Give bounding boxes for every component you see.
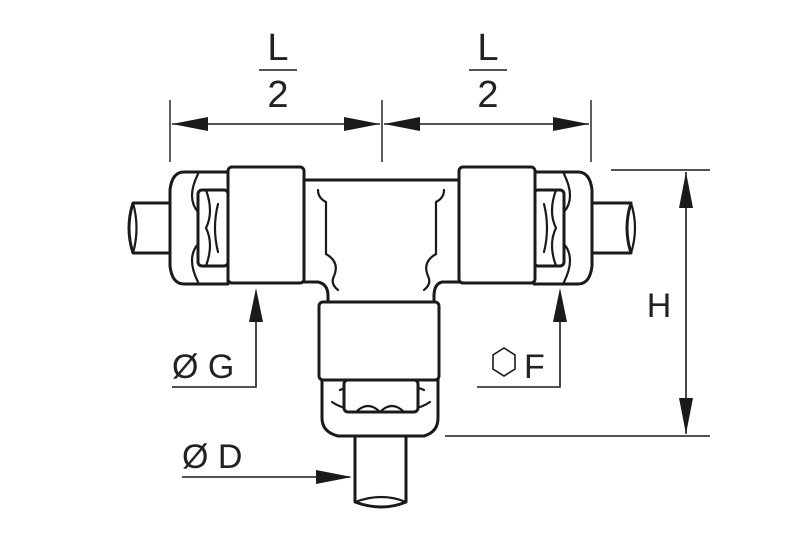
left-sleeve [226, 165, 306, 285]
dim-d-label: Ø D [182, 438, 242, 476]
dimension-l-half-left: L 2 [169, 27, 383, 162]
right-sleeve [457, 165, 537, 285]
dim-l-right-numerator: L [477, 27, 498, 69]
dimension-l-half-right: L 2 [384, 27, 592, 162]
left-collet [168, 170, 230, 286]
tee-fitting [127, 165, 637, 509]
dim-l-left-denominator: 2 [267, 74, 288, 116]
right-collet [532, 170, 594, 286]
dim-h-label: H [647, 287, 672, 325]
leader-f: F [477, 288, 567, 388]
dim-g-label: Ø G [172, 348, 234, 386]
bottom-collet [320, 378, 440, 438]
dimension-h: H [445, 169, 710, 437]
bottom-sleeve [317, 300, 441, 382]
hexagon-icon [492, 347, 516, 377]
leader-d: Ø D [182, 438, 352, 484]
dim-l-right-denominator: 2 [477, 74, 498, 116]
leader-g: Ø G [172, 288, 263, 388]
bottom-tube [353, 426, 408, 509]
tee-body [298, 178, 464, 308]
dim-l-left-numerator: L [267, 27, 288, 69]
dim-f-label: F [524, 348, 545, 386]
